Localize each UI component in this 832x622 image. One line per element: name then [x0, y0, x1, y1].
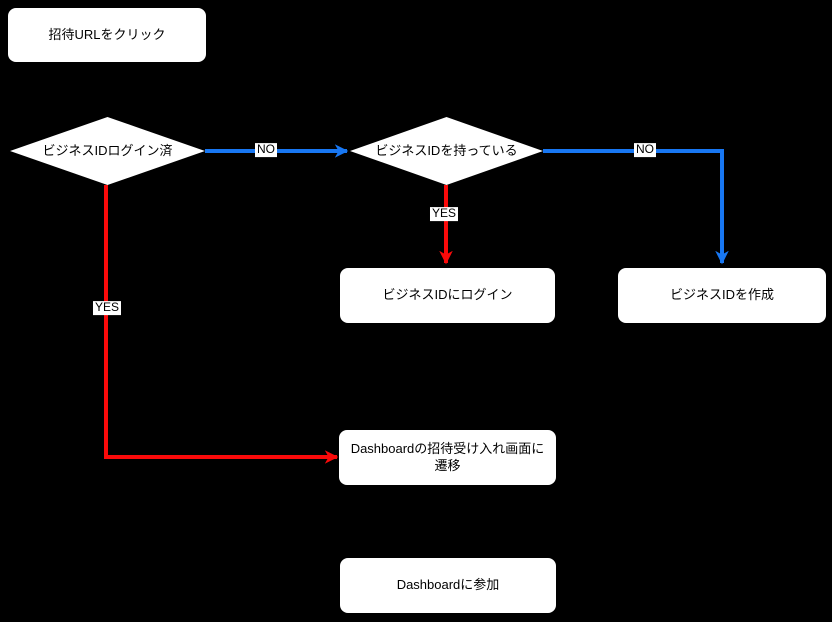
- login-business-id-label: ビジネスIDにログイン: [382, 287, 513, 303]
- start-node-label: 招待URLをクリック: [48, 26, 166, 42]
- edge-label-has-id-no: NO: [634, 142, 656, 157]
- join-dashboard-node: Dashboardに参加: [340, 558, 556, 613]
- edge-label-logged-in-no: NO: [255, 142, 277, 157]
- join-dashboard-label: Dashboardに参加: [396, 577, 500, 593]
- goto-invite-screen-node: Dashboardの招待受け入れ画面に遷移: [339, 430, 556, 485]
- start-node: 招待URLをクリック: [8, 8, 206, 62]
- edge-logged-in-yes: [104, 185, 339, 464]
- decision-logged-in-node: ビジネスIDログイン済: [10, 117, 205, 185]
- create-business-id-node: ビジネスIDを作成: [618, 268, 826, 323]
- decision-has-id-label: ビジネスIDを持っている: [375, 142, 518, 158]
- edge-has-id-no: [543, 149, 729, 265]
- decision-has-id-node: ビジネスIDを持っている: [350, 117, 543, 185]
- decision-logged-in-label: ビジネスIDログイン済: [42, 142, 173, 158]
- goto-invite-screen-label: Dashboardの招待受け入れ画面に遷移: [350, 441, 545, 473]
- login-business-id-node: ビジネスIDにログイン: [340, 268, 555, 323]
- create-business-id-label: ビジネスIDを作成: [669, 287, 774, 303]
- edge-label-logged-in-yes: YES: [92, 300, 122, 315]
- edge-label-has-id-yes: YES: [429, 206, 459, 221]
